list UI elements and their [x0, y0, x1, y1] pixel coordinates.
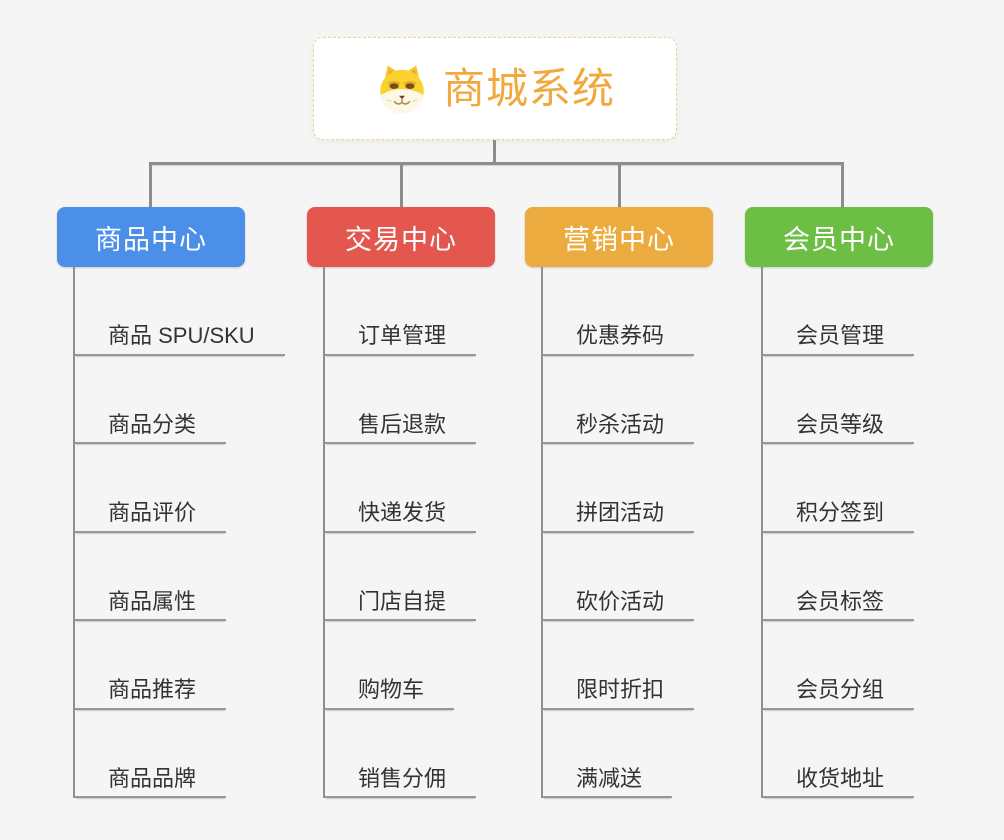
- node-flash-sale[interactable]: 秒杀活动: [543, 356, 695, 444]
- connector-root-stem: [493, 140, 496, 164]
- node-product-review[interactable]: 商品评价: [75, 444, 227, 533]
- branch-header-member-center[interactable]: 会员中心: [745, 207, 933, 267]
- connector-drop-marketing: [618, 162, 621, 208]
- node-full-reduction[interactable]: 满减送: [543, 710, 673, 798]
- node-product-attribute[interactable]: 商品属性: [75, 533, 227, 621]
- branch-member-center: 会员中心 会员管理 会员等级 积分签到 会员标签 会员分组 收货地址: [745, 207, 935, 798]
- node-limited-discount[interactable]: 限时折扣: [543, 621, 695, 710]
- branch-items-marketing-center: 优惠券码 秒杀活动 拼团活动 砍价活动 限时折扣 满减送: [541, 267, 715, 798]
- branch-header-product-center[interactable]: 商品中心: [57, 207, 245, 267]
- connector-horizontal-rail: [149, 162, 843, 165]
- node-product-brand[interactable]: 商品品牌: [75, 710, 227, 798]
- node-express-shipping[interactable]: 快递发货: [325, 444, 477, 533]
- node-product-spu-sku[interactable]: 商品 SPU/SKU: [75, 267, 285, 356]
- node-aftersale-refund[interactable]: 售后退款: [325, 356, 477, 444]
- node-order-management[interactable]: 订单管理: [325, 267, 477, 356]
- node-member-tag[interactable]: 会员标签: [763, 533, 915, 621]
- connector-drop-trade: [400, 162, 403, 208]
- node-store-pickup[interactable]: 门店自提: [325, 533, 477, 621]
- branch-items-product-center: 商品 SPU/SKU 商品分类 商品评价 商品属性 商品推荐 商品品牌: [73, 267, 285, 798]
- connector-drop-product: [149, 162, 152, 208]
- branch-items-trade-center: 订单管理 售后退款 快递发货 门店自提 购物车 销售分佣: [323, 267, 497, 798]
- node-sales-commission[interactable]: 销售分佣: [325, 710, 477, 798]
- node-shipping-address[interactable]: 收货地址: [763, 710, 915, 798]
- node-bargain[interactable]: 砍价活动: [543, 533, 695, 621]
- node-group-buy[interactable]: 拼团活动: [543, 444, 695, 533]
- root-title: 商城系统: [442, 64, 615, 112]
- node-product-recommend[interactable]: 商品推荐: [75, 621, 227, 710]
- node-shopping-cart[interactable]: 购物车: [325, 621, 455, 710]
- dog-face-icon: [380, 65, 424, 113]
- node-coupon-code[interactable]: 优惠券码: [543, 267, 695, 356]
- branch-trade-center: 交易中心 订单管理 售后退款 快递发货 门店自提 购物车 销售分佣: [307, 207, 497, 798]
- branch-marketing-center: 营销中心 优惠券码 秒杀活动 拼团活动 砍价活动 限时折扣 满减送: [525, 207, 715, 798]
- node-member-level[interactable]: 会员等级: [763, 356, 915, 444]
- node-member-management[interactable]: 会员管理: [763, 267, 915, 356]
- branch-header-marketing-center[interactable]: 营销中心: [525, 207, 713, 267]
- root-node[interactable]: 商城系统: [313, 37, 677, 140]
- node-product-category[interactable]: 商品分类: [75, 356, 227, 444]
- branch-header-trade-center[interactable]: 交易中心: [307, 207, 495, 267]
- node-member-group[interactable]: 会员分组: [763, 621, 915, 710]
- node-points-checkin[interactable]: 积分签到: [763, 444, 915, 533]
- branch-product-center: 商品中心 商品 SPU/SKU 商品分类 商品评价 商品属性 商品推荐 商品品牌: [57, 207, 285, 798]
- connector-drop-member: [841, 162, 844, 208]
- branch-items-member-center: 会员管理 会员等级 积分签到 会员标签 会员分组 收货地址: [761, 267, 935, 798]
